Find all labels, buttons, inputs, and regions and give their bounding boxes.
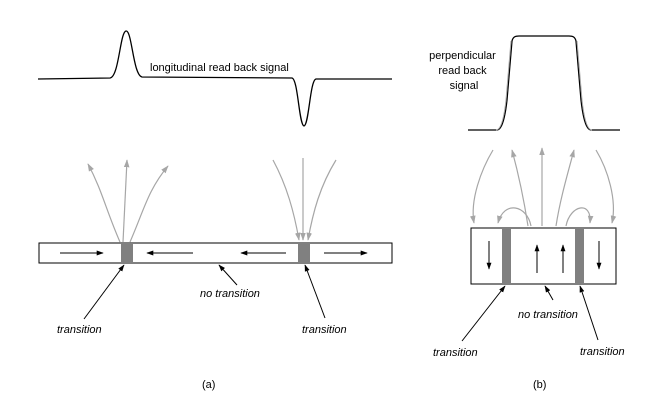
perpendicular-signal-label-line2: read back: [438, 65, 487, 77]
no-transition-label-a: no transition: [200, 288, 260, 300]
field-line: [565, 207, 594, 227]
pointer-no-transition-b: [544, 285, 554, 301]
pointer-transition-right-b: [579, 285, 599, 341]
pointer-transition-left: [83, 264, 125, 320]
perpendicular-signal-label-line1: perpendicular: [429, 50, 496, 62]
magnetization-arrows-b: [486, 241, 602, 273]
perpendicular-signal-label: perpendicular read back signal: [429, 50, 499, 92]
pointer-no-transition: [218, 264, 238, 286]
transition-right-label-b: transition: [580, 346, 625, 358]
transition-left-label-a: transition: [57, 324, 102, 336]
field-line: [595, 149, 617, 224]
field-line: [306, 159, 337, 241]
panel-a: longitudinal read back signal: [37, 30, 393, 391]
field-line: [511, 149, 529, 227]
transition-right-label-a: transition: [302, 324, 347, 336]
longitudinal-signal-label: longitudinal read back signal: [150, 62, 289, 74]
transition-block-right: [298, 243, 310, 263]
perpendicular-signal-trace: [468, 35, 620, 131]
perpendicular-medium: [470, 227, 617, 285]
field-line: [129, 165, 169, 243]
field-line: [272, 159, 301, 241]
field-lines-b: [470, 147, 617, 227]
transition-block-right-b: [575, 228, 584, 284]
pointers-b: [461, 285, 599, 342]
field-lines-right: [272, 158, 337, 241]
field-line: [497, 207, 532, 227]
no-transition-label-b: no transition: [518, 309, 578, 321]
panel-b: perpendicular read back signal: [429, 35, 625, 391]
field-line: [470, 149, 494, 224]
transition-left-label-b: transition: [433, 347, 478, 359]
field-line: [555, 149, 575, 227]
longitudinal-signal-trace: [37, 30, 392, 127]
transition-block-left-b: [502, 228, 511, 284]
caption-b: (b): [533, 379, 546, 391]
perpendicular-signal-label-line3: signal: [450, 80, 479, 92]
field-line: [87, 163, 121, 243]
field-lines-left: [87, 159, 169, 243]
pointers-a: [83, 264, 326, 320]
transition-block-left: [121, 243, 133, 263]
pointer-transition-right: [304, 264, 326, 319]
pointer-transition-left-b: [461, 285, 506, 342]
field-line: [122, 159, 130, 243]
caption-a: (a): [202, 379, 215, 391]
